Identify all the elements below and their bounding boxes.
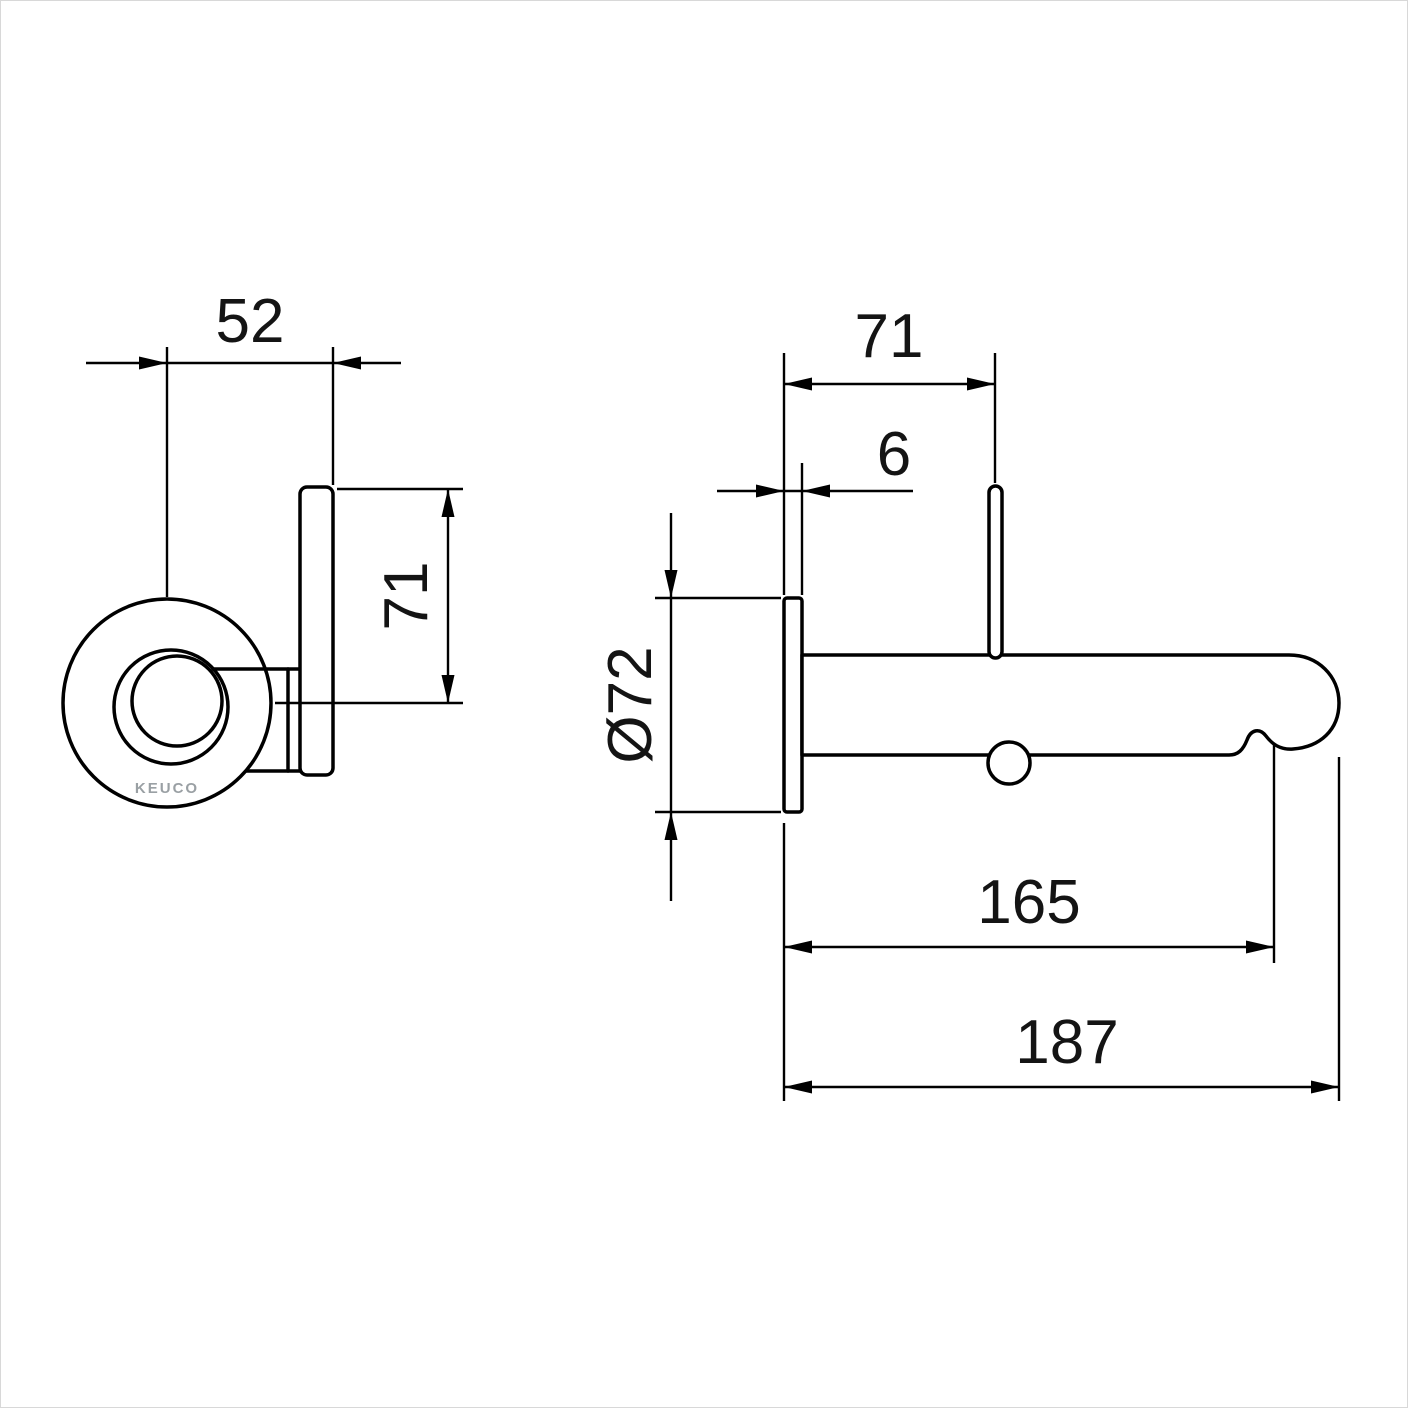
arrowhead [1311,1080,1339,1094]
spout-body [800,653,1341,757]
wall-plate [782,596,804,814]
dim-side-overall-length-label: 187 [1015,1008,1118,1077]
dim-side-handle-offset-label: 71 [855,302,924,371]
dim-side-plate-diameter: Ø72 [596,513,781,901]
arrowhead [784,1080,812,1094]
arrowhead [139,356,167,370]
arrowhead [333,356,361,370]
arrowhead [1246,940,1274,954]
dim-front-height-label: 71 [372,562,441,631]
arrowhead [784,940,812,954]
lever-handle-side [987,484,1004,660]
dim-side-plate-diameter-label: Ø72 [596,646,665,763]
arrowhead [441,675,455,703]
dim-side-spout-reach: 165 [782,743,1276,1101]
dim-front-height: 71 [275,487,463,705]
lever-handle-front [298,485,335,777]
handle-hub-inner [130,654,224,748]
arrowhead [664,812,678,840]
dim-side-overall-length: 187 [784,757,1341,1101]
arrowhead [441,489,455,517]
dim-side-spout-reach-label: 165 [977,868,1080,937]
side-view [782,484,1341,814]
mixer-housing-circle [986,740,1032,786]
dim-side-plate-thickness: 6 [717,420,913,595]
arrowhead [784,377,812,391]
arrowhead [967,377,995,391]
dim-side-handle-offset: 71 [782,302,997,595]
arrowhead [756,484,784,498]
dim-front-width: 52 [86,287,401,597]
arrowhead [802,484,830,498]
brand-logo: KEUCO [135,780,199,797]
arrowhead [664,570,678,598]
front-view: KEUCO [61,485,335,809]
dim-front-width-label: 52 [216,287,285,356]
dim-side-plate-thickness-label: 6 [877,420,911,489]
